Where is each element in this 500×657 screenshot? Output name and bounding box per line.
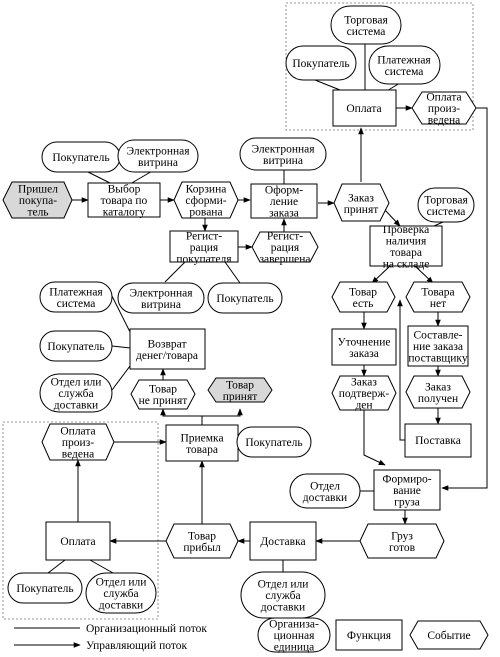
payment-system-top-oval	[368, 45, 441, 85]
buyer-left-oval-2	[39, 330, 113, 362]
legend-control-flow-label: Управляющий поток	[86, 640, 187, 652]
buyer-top-oval	[285, 45, 357, 81]
buyer-came-hex	[2, 181, 73, 219]
payment-bottom-box	[45, 521, 111, 561]
order-confirmed-hex	[331, 375, 397, 411]
delivery-dept-left-oval	[39, 373, 113, 413]
buyer-mid-label: Покупатель	[216, 293, 273, 305]
checkout-box	[250, 183, 318, 219]
supply-box	[404, 423, 472, 458]
payment-group-bottom-frame	[2, 421, 159, 620]
buyer-right-oval	[236, 426, 312, 458]
vitrina-oval-2	[239, 137, 327, 171]
cargo-ready-hex	[359, 523, 445, 559]
payment-system-left-oval	[39, 281, 113, 313]
goods-arrived-hex	[165, 523, 239, 559]
buyer-mid-oval	[207, 282, 283, 314]
connectors	[14, 44, 488, 648]
payment-bottom-label: Оплата	[60, 536, 95, 548]
buyer-right-label: Покупатель	[245, 437, 302, 449]
supplier-order-box	[407, 325, 469, 367]
trade-system-right-oval	[417, 187, 475, 223]
cart-formed-hex	[173, 181, 239, 219]
supply-label: Поставка	[415, 435, 461, 447]
legend-function-box	[335, 619, 403, 651]
vitrina-oval-3	[117, 282, 205, 314]
no-stock-hex	[405, 281, 471, 313]
registration-done-hex	[251, 231, 319, 263]
goods-accepted-hex	[207, 377, 273, 403]
payment-done-top-hex	[411, 91, 477, 125]
refund-box	[129, 328, 206, 370]
check-stock-box	[369, 225, 443, 267]
delivery-dept-oval	[289, 473, 361, 509]
buyer-left-1-label: Покупатель	[52, 152, 109, 164]
payment-done-bottom-hex	[41, 423, 115, 461]
legend-org-unit-oval	[257, 617, 331, 653]
choose-product-box	[87, 182, 161, 218]
vitrina-oval-1	[117, 139, 199, 173]
legend-org-flow-label: Организационный поток	[86, 623, 207, 635]
payment-top-label: Оплата	[346, 103, 381, 115]
goods-rejected-hex	[130, 379, 196, 410]
buyer-bottom-oval	[7, 572, 83, 604]
cargo-forming-box	[373, 469, 441, 511]
buyer-left-2-label: Покупатель	[47, 341, 104, 353]
buyer-top-label: Покупатель	[292, 58, 349, 70]
legend-event-hex	[409, 620, 489, 650]
in-stock-hex	[331, 281, 396, 313]
delivery-dept-bottom-oval-2	[85, 572, 157, 614]
legend-event-label: Событие	[427, 630, 470, 642]
payment-top-box	[332, 89, 397, 127]
delivery-label: Доставка	[260, 536, 305, 548]
buyer-bottom-label: Покупатель	[16, 583, 73, 595]
order-accepted-hex	[333, 183, 390, 222]
refine-order-box	[331, 328, 397, 366]
trade-system-top-oval	[330, 5, 402, 45]
order-received-hex	[405, 375, 471, 409]
register-buyer-box	[169, 230, 239, 263]
delivery-box	[249, 521, 317, 561]
legend-function-label: Функция	[347, 630, 392, 642]
